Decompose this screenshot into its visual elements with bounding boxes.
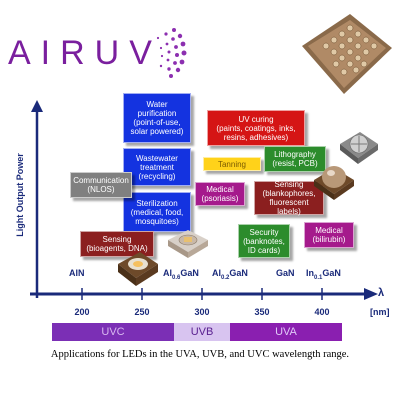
app-sensing-bioagents: Sensing (bioagents, DNA) bbox=[80, 231, 154, 257]
logo-dots-icon bbox=[156, 28, 187, 78]
app-lithography: Lithography (resist, PCB) bbox=[264, 146, 326, 172]
material-label-in01gan: In0.1GaN bbox=[306, 268, 341, 281]
y-axis-arrow bbox=[31, 100, 43, 298]
x-tick-250: 250 bbox=[134, 307, 150, 317]
x-tick-300: 300 bbox=[194, 307, 210, 317]
x-tick-400: 400 bbox=[314, 307, 330, 317]
app-medical-bilirubin: Medical (bilirubin) bbox=[304, 222, 354, 248]
material-label-gan: GaN bbox=[276, 268, 295, 278]
app-security: Security (banknotes, ID cards) bbox=[238, 224, 290, 258]
figure-caption: Applications for LEDs in the UVA, UVB, a… bbox=[50, 349, 350, 360]
led-package-image-1 bbox=[118, 252, 158, 286]
app-tanning: Tanning bbox=[203, 157, 261, 171]
led-array-chip-image bbox=[302, 14, 392, 94]
x-tick-200: 200 bbox=[74, 307, 90, 317]
app-sterilization: Sterilization (medical, food, mosquitoes… bbox=[123, 192, 191, 232]
led-package-image-3 bbox=[340, 132, 378, 164]
material-label-al06gan: Al0.6GaN bbox=[163, 268, 199, 281]
band-uvc: UVC bbox=[52, 323, 174, 341]
app-sensing-blankophores: Sensing (blankophores, fluorescent label… bbox=[254, 180, 324, 216]
led-package-image-4 bbox=[314, 166, 354, 200]
y-axis-label: Light Output Power bbox=[15, 153, 25, 237]
led-package-image-2 bbox=[168, 230, 208, 258]
x-axis-arrow bbox=[30, 288, 378, 300]
app-communication: Communication (NLOS) bbox=[70, 172, 132, 198]
material-label-al02gan: Al0.2GaN bbox=[212, 268, 248, 281]
material-label-aln: AlN bbox=[69, 268, 85, 278]
band-uva: UVA bbox=[230, 323, 342, 341]
x-axis-unit: [nm] bbox=[370, 307, 390, 317]
logo: AIRUV bbox=[8, 28, 187, 88]
x-tick-350: 350 bbox=[254, 307, 270, 317]
x-axis-symbol: λ bbox=[378, 287, 385, 299]
app-wastewater-treatment: Wastewater treatment (recycling) bbox=[123, 148, 191, 186]
app-water-purification: Water purification (point-of-use, solar … bbox=[123, 93, 191, 143]
app-uv-curing: UV curing (paints, coatings, inks, resin… bbox=[207, 110, 305, 146]
app-medical-psoriasis: Medical (psoriasis) bbox=[195, 182, 245, 206]
band-uvb: UVB bbox=[174, 323, 230, 341]
logo-text: AIRUV bbox=[8, 34, 162, 72]
